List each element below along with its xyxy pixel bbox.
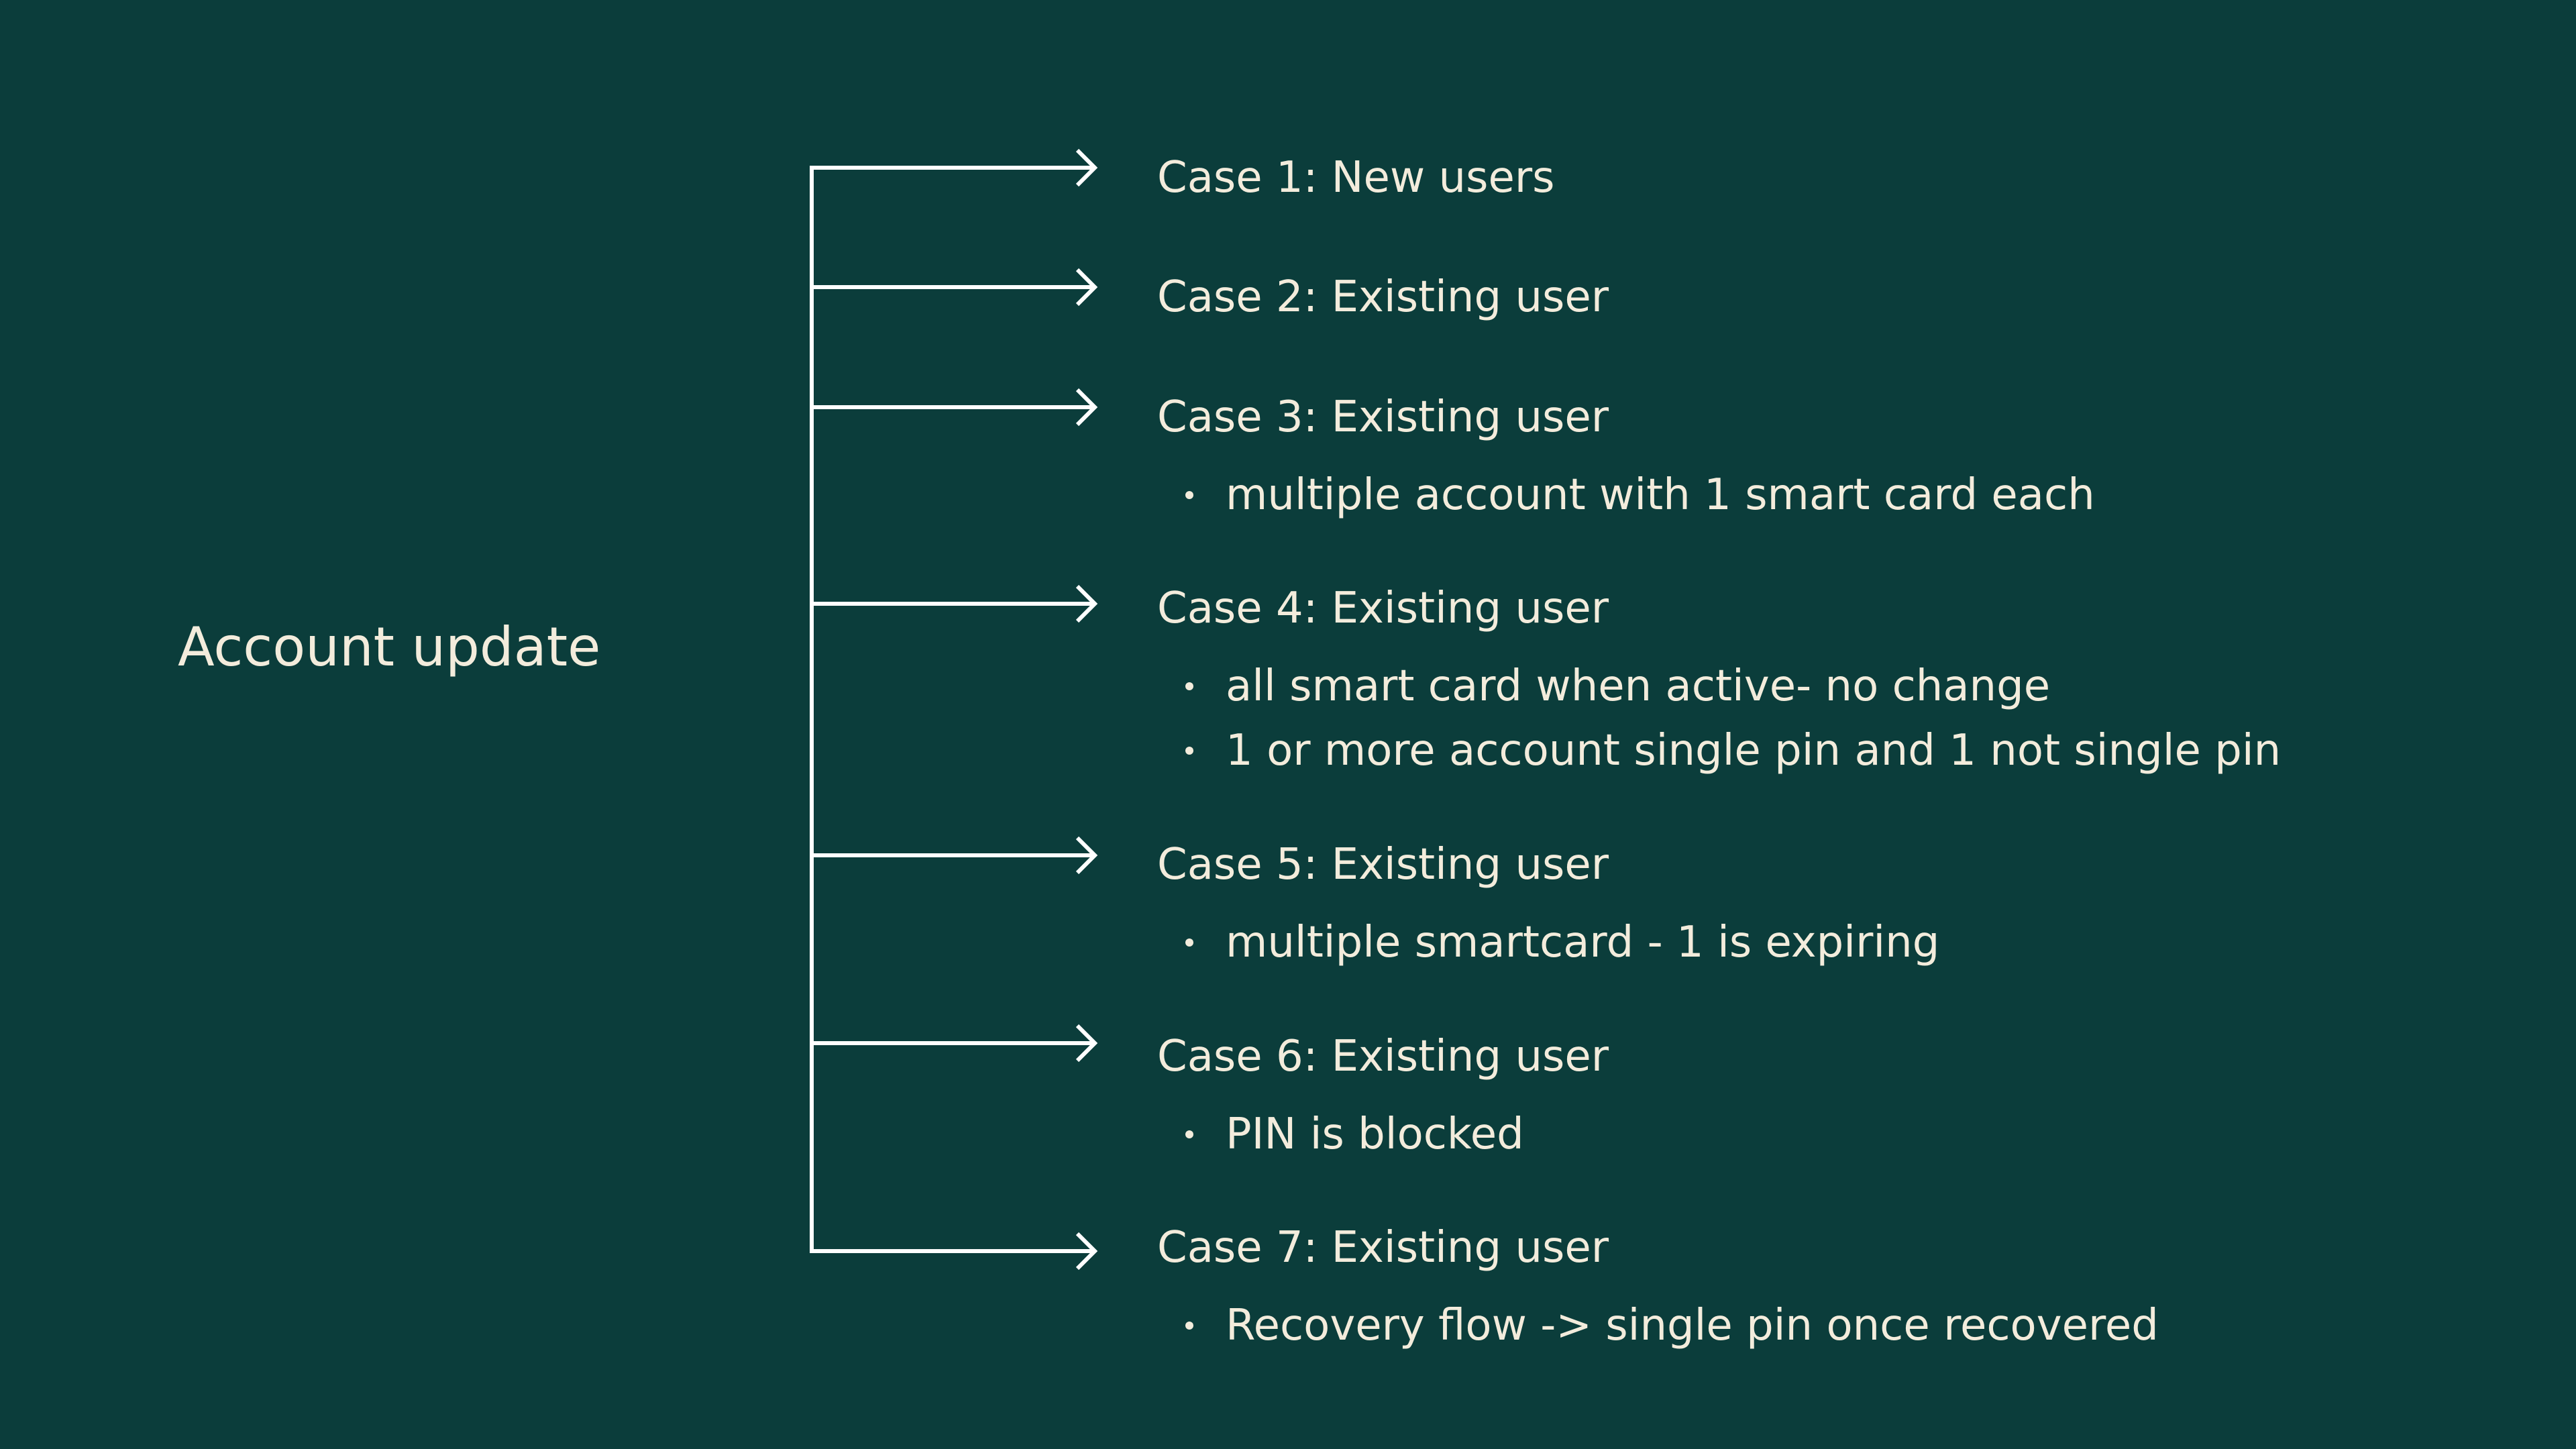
case-title: Case 4: Existing user	[1157, 584, 1609, 633]
case-bullet-item: multiple account with 1 smart card each	[1157, 463, 2095, 527]
case-bullet-item: Recovery flow -> single pin once recover…	[1157, 1293, 2159, 1358]
case-bullet-text: Recovery flow -> single pin once recover…	[1226, 1301, 2159, 1350]
case-4: Case 4: Existing user all smart card when…	[1157, 582, 2281, 783]
case-2: Case 2: Existing user	[1157, 270, 1609, 324]
branch-arrow-5	[812, 836, 1098, 875]
branch-arrow-7	[812, 1232, 1098, 1271]
case-bullet-text: multiple account with 1 smart card each	[1226, 470, 2095, 520]
arrowhead-icon	[1075, 1232, 1098, 1271]
branch-arrow-1	[812, 148, 1098, 187]
case-title: Case 2: Existing user	[1157, 272, 1609, 322]
arrowhead-icon	[1075, 268, 1098, 307]
case-bullet-list: all smart card when active- no change 1 o…	[1157, 654, 2281, 783]
branch-arrow-4	[812, 584, 1098, 623]
case-bullet-list: Recovery flow -> single pin once recover…	[1157, 1293, 2159, 1358]
bullet-dot-icon	[1185, 1322, 1193, 1330]
case-1: Case 1: New users	[1157, 151, 1554, 205]
case-title: Case 5: Existing user	[1157, 840, 1609, 890]
case-3: Case 3: Existing user multiple account wi…	[1157, 390, 2095, 527]
arrowhead-icon	[1075, 388, 1098, 427]
case-bullet-list: multiple smartcard - 1 is expiring	[1157, 910, 1939, 975]
case-bullet-item: all smart card when active- no change	[1157, 654, 2281, 718]
bullet-dot-icon	[1185, 682, 1193, 690]
case-bullet-text: all smart card when active- no change	[1226, 661, 2051, 711]
arrowhead-icon	[1075, 148, 1098, 187]
branch-arrow-3	[812, 388, 1098, 427]
case-title: Case 1: New users	[1157, 153, 1555, 203]
case-bullet-text: multiple smartcard - 1 is expiring	[1226, 918, 1940, 967]
bullet-dot-icon	[1185, 938, 1193, 947]
branch-arrow-2	[812, 268, 1098, 307]
bullet-dot-icon	[1185, 491, 1193, 499]
root-node-label: Account update	[178, 616, 601, 678]
case-bullet-item: PIN is blocked	[1157, 1102, 1609, 1167]
bullet-dot-icon	[1185, 1130, 1193, 1138]
case-5: Case 5: Existing user multiple smartcard …	[1157, 838, 1939, 975]
case-bullet-item: 1 or more account single pin and 1 not s…	[1157, 718, 2281, 783]
case-title: Case 6: Existing user	[1157, 1032, 1609, 1081]
case-bullet-list: PIN is blocked	[1157, 1102, 1609, 1167]
case-title: Case 3: Existing user	[1157, 392, 1609, 442]
case-bullet-list: multiple account with 1 smart card each	[1157, 463, 2095, 527]
case-bullet-item: multiple smartcard - 1 is expiring	[1157, 910, 1939, 975]
case-title: Case 7: Existing user	[1157, 1223, 1609, 1273]
arrowhead-icon	[1075, 1024, 1098, 1063]
case-bullet-text: PIN is blocked	[1226, 1110, 1524, 1159]
arrowhead-icon	[1075, 584, 1098, 623]
arrowhead-icon	[1075, 836, 1098, 875]
branch-arrow-6	[812, 1024, 1098, 1063]
bullet-dot-icon	[1185, 747, 1193, 755]
case-bullet-text: 1 or more account single pin and 1 not s…	[1226, 726, 2282, 775]
